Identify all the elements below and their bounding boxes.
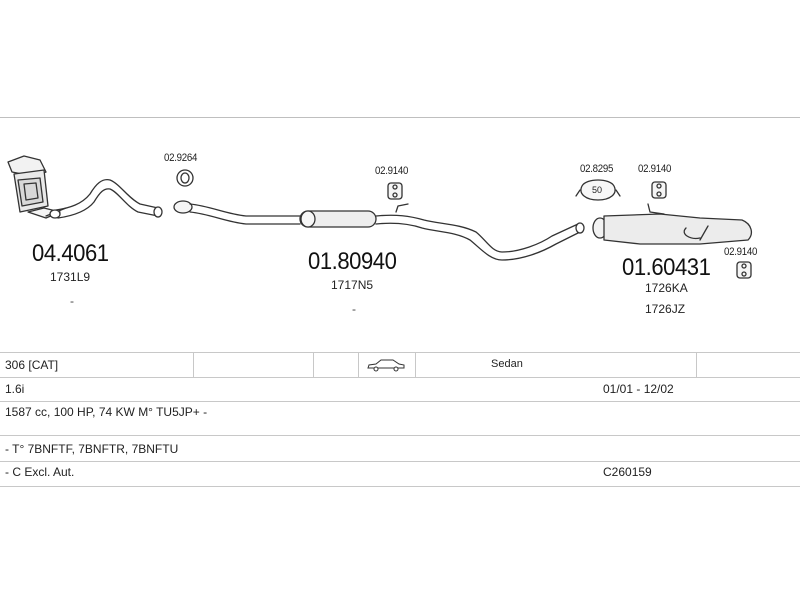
hanger-rear-top-part-number: 02.9140 [638, 163, 672, 175]
sedan-car-icon [366, 358, 406, 382]
middle-silencer-part-number: 01.80940 [308, 248, 397, 275]
hanger-middle-part-number: 02.9140 [375, 165, 409, 177]
table-row: 1587 cc, 100 HP, 74 KW M° TU5JP+ - [0, 401, 800, 436]
catalyst-part-number: 04.4061 [32, 240, 109, 267]
gasket-part-number: 02.9264 [164, 152, 198, 164]
body-type-cell: Sedan [491, 358, 523, 370]
rear-silencer [592, 203, 753, 245]
type-codes-cell: - T° 7BNFTF, 7BNFTR, 7BNFTU [5, 442, 179, 456]
rear-silencer-ref-1: 1726KA [645, 281, 688, 295]
rear-silencer-part-number: 01.60431 [622, 254, 711, 281]
middle-silencer [299, 210, 585, 261]
hanger-rear-top [651, 181, 667, 199]
table-row: - C Excl. Aut. C260159 [0, 461, 800, 487]
table-row: 306 [CAT] Sedan [0, 352, 800, 378]
catalyst-dash: - [70, 294, 74, 308]
middle-pipe [173, 200, 301, 225]
catalyst-ref: 1731L9 [50, 270, 91, 284]
notes-cell: - C Excl. Aut. [5, 465, 75, 479]
hanger-rear-right [736, 261, 752, 279]
code-cell: C260159 [603, 465, 652, 479]
clamp-part-number: 02.8295 [580, 163, 614, 175]
table-row: 1.6i 01/01 - 12/02 [0, 376, 800, 402]
middle-silencer-ref: 1717N5 [331, 278, 374, 292]
top-border [0, 117, 800, 118]
middle-silencer-dash: - [352, 302, 356, 316]
hanger-rear-right-part-number: 02.9140 [724, 246, 758, 258]
table-row: - T° 7BNFTF, 7BNFTR, 7BNFTU [0, 435, 800, 462]
hanger-middle [387, 182, 409, 213]
exhaust-clamp [575, 179, 621, 201]
model-cell: 306 [CAT] [5, 358, 59, 372]
engine-spec-cell: 1587 cc, 100 HP, 74 KW M° TU5JP+ - [5, 405, 208, 419]
catalyst-converter [7, 155, 67, 219]
rear-silencer-ref-2: 1726JZ [645, 302, 686, 316]
front-pipe [55, 178, 163, 219]
clamp-size-label: 50 [592, 185, 603, 195]
gasket-ring [176, 169, 194, 187]
dates-cell: 01/01 - 12/02 [603, 382, 674, 396]
engine-cell: 1.6i [5, 382, 25, 396]
